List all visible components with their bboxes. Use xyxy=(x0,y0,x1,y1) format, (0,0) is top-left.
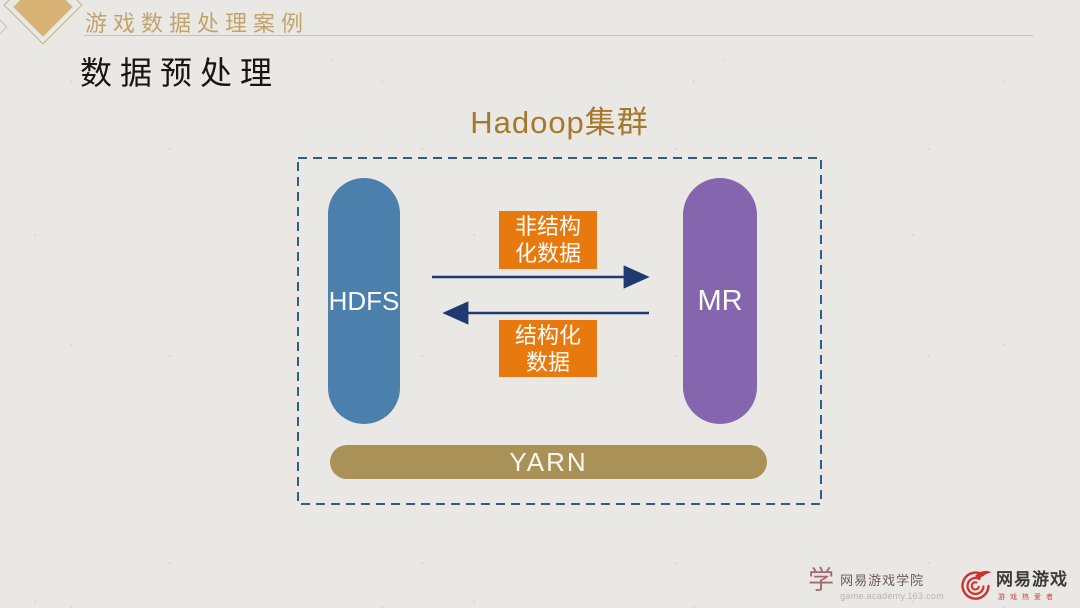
breadcrumb: 游戏数据处理案例 xyxy=(85,11,310,36)
academy-url: game.academy.163.com xyxy=(840,591,944,601)
hdfs-label: HDFS xyxy=(328,285,400,316)
header-divider xyxy=(84,35,1033,36)
structured-data-label: 结构化 数据 xyxy=(499,320,597,377)
yarn-node: YARN xyxy=(330,445,767,479)
cluster-dashed-border xyxy=(297,157,822,505)
mr-node: MR xyxy=(683,178,757,424)
netease-name: 网易游戏 xyxy=(996,570,1068,589)
unstructured-data-label: 非结构 化数据 xyxy=(499,211,597,269)
unstructured-line1: 非结构 xyxy=(514,214,581,239)
academy-name: 网易游戏学院 xyxy=(840,573,925,588)
edge-diamond-outline xyxy=(0,11,8,43)
structured-line1: 结构化 xyxy=(514,322,581,348)
hdfs-node: HDFS xyxy=(328,178,400,424)
hadoop-cluster-diagram: HDFS MR 非结构 化数据 结构化 数据 YARN xyxy=(297,157,822,505)
page-title: 数据预处理 xyxy=(80,55,281,91)
data-flow-arrows xyxy=(432,265,650,325)
yarn-label: YARN xyxy=(509,446,588,477)
netease-tagline: 游戏热爱者 xyxy=(998,594,1058,601)
netease-game-academy-logo: 学 网易游戏学院 game.academy.163.com xyxy=(808,566,944,601)
footer-logos: 学 网易游戏学院 game.academy.163.com 网易游戏 游戏热爱者 xyxy=(808,565,1068,602)
academy-seal-icon: 学 xyxy=(808,566,835,595)
structured-line2: 数据 xyxy=(525,349,570,375)
unstructured-line2: 化数据 xyxy=(514,241,581,266)
mr-label: MR xyxy=(697,284,743,317)
netease-swirl-icon xyxy=(961,570,992,600)
netease-games-logo: 网易游戏 游戏热爱者 xyxy=(958,565,1068,602)
diagram-title: Hadoop集群 xyxy=(470,105,649,140)
